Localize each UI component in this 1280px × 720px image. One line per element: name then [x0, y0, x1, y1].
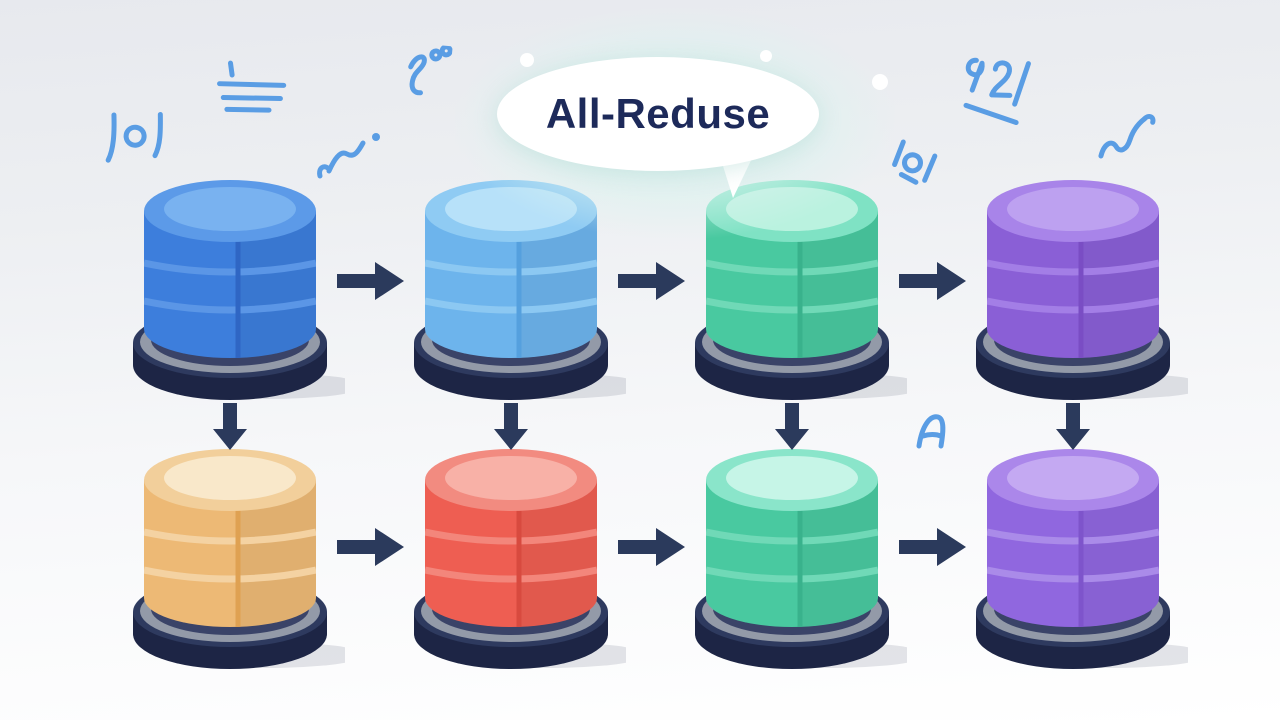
- scribble-a-icon: [914, 408, 950, 455]
- scribble-921-underline-icon: [953, 49, 1047, 139]
- database-cylinder-db-bottom-1: [125, 422, 365, 672]
- arrow-right-bottom-1-2: [336, 527, 405, 572]
- speech-bubble: All-Reduse: [497, 57, 819, 171]
- bubble-label: All-Reduse: [545, 90, 771, 137]
- scribble-lines-icon: [214, 56, 289, 127]
- arrow-down-col-2: [493, 403, 529, 456]
- database-cylinder-db-bottom-2: [406, 422, 646, 672]
- sparkle-dot: [872, 74, 888, 90]
- arrow-right-bottom-2-3: [617, 527, 686, 572]
- database-cylinder-db-bottom-4: [968, 422, 1208, 672]
- arrow-down-col-4: [1055, 403, 1091, 456]
- arrow-down-col-1: [212, 403, 248, 456]
- database-cylinder-db-top-2: [406, 153, 646, 403]
- scribble-wave-dot-icon: [316, 126, 388, 191]
- sparkle-dot: [760, 50, 772, 62]
- scribble-jol-icon: [97, 101, 176, 183]
- scribble-lol-icon: [884, 132, 950, 198]
- database-cylinder-db-top-4: [968, 153, 1208, 403]
- sparkle-dot: [520, 53, 534, 67]
- arrow-right-bottom-3-4: [898, 527, 967, 572]
- database-cylinder-db-bottom-3: [687, 422, 927, 672]
- arrow-down-col-3: [774, 403, 810, 456]
- arrow-right-top-2-3: [617, 261, 686, 306]
- arrow-right-top-1-2: [336, 261, 405, 306]
- arrow-right-top-3-4: [898, 261, 967, 306]
- scribble-wave-tail-icon: [1094, 112, 1164, 171]
- scribble-f-rings-icon: [395, 42, 453, 109]
- database-cylinder-db-top-1: [125, 153, 365, 403]
